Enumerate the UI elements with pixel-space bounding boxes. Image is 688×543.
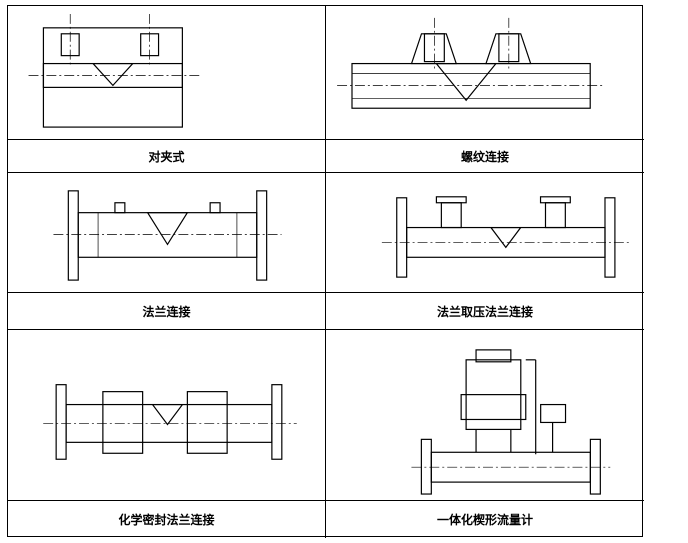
drawing-chemical-seal (8, 330, 326, 501)
drawing-threaded (326, 6, 644, 140)
drawing-integrated (326, 330, 644, 501)
drawing-wafer-type (8, 6, 326, 140)
caption-flange-tapping: 法兰取压法兰连接 (326, 293, 644, 330)
connection-types-table: 对夹式 螺纹连接 法兰连接 法兰取压法兰连接 (7, 5, 644, 538)
caption-chemical-seal: 化学密封法兰连接 (8, 501, 326, 538)
caption-wafer-type: 对夹式 (8, 140, 326, 173)
caption-threaded: 螺纹连接 (326, 140, 644, 173)
drawing-flanged (8, 173, 326, 293)
caption-integrated: 一体化楔形流量计 (436, 513, 533, 527)
drawing-flange-tapping (326, 173, 644, 293)
caption-flanged: 法兰连接 (8, 293, 326, 330)
